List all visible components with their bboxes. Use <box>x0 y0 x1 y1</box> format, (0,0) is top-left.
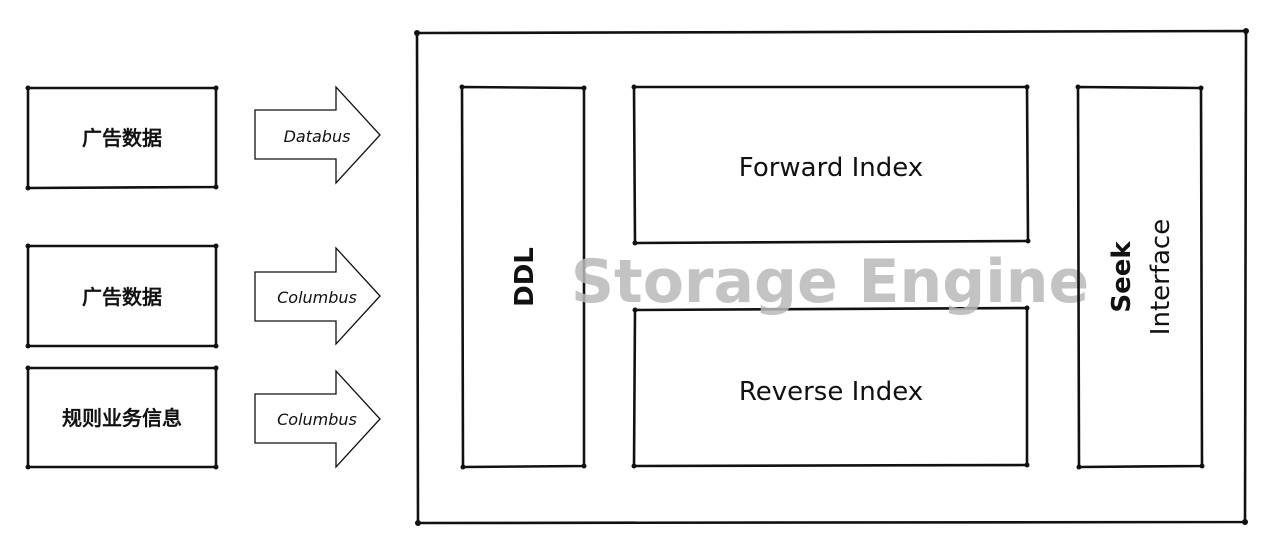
ddl-label: DDL <box>510 247 540 307</box>
arrow-label-columbus-2: Columbus <box>277 410 357 429</box>
reverse-index-box: Reverse Index <box>631 305 1030 469</box>
seek-label: Seek <box>1107 241 1137 313</box>
arrow-label-columbus-1: Columbus <box>277 288 357 307</box>
source-box-ad-data-2: 广告数据 <box>25 243 219 349</box>
storage-engine-title: Storage Engine <box>571 247 1089 317</box>
arrow-columbus-1: Columbus <box>254 246 381 346</box>
seek-interface-box: Seek Interface <box>1075 84 1205 470</box>
storage-engine-frame <box>414 28 1249 526</box>
forward-index-label: Forward Index <box>739 153 923 183</box>
source-box-rule-business-info: 规则业务信息 <box>25 365 219 470</box>
arrow-databus: Databus <box>254 85 381 185</box>
interface-label: Interface <box>1146 219 1176 335</box>
arrow-columbus-2: Columbus <box>254 369 381 469</box>
source-label-ad-data-2: 广告数据 <box>82 285 162 309</box>
source-label-rule-business-info: 规则业务信息 <box>62 406 182 430</box>
arrow-label-databus: Databus <box>284 127 351 146</box>
ddl-box: DDL <box>459 84 587 470</box>
forward-index-box: Forward Index <box>631 84 1031 246</box>
reverse-index-label: Reverse Index <box>739 377 923 407</box>
source-label-ad-data-1: 广告数据 <box>82 126 162 150</box>
source-box-ad-data-1: 广告数据 <box>25 85 219 191</box>
